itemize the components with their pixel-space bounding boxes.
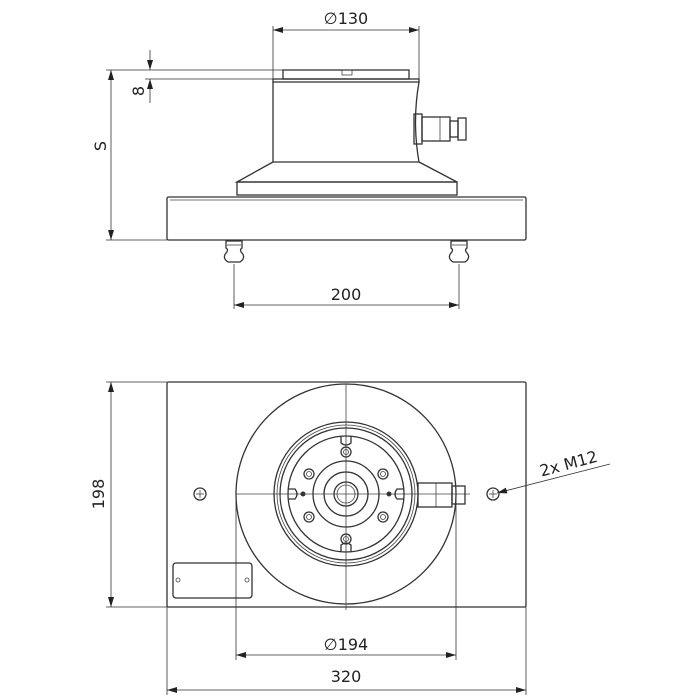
chuck [273, 421, 419, 567]
dimension-feet-200: 200 [233, 264, 460, 309]
top-notch [341, 69, 353, 76]
dimension-width-198: 198 [89, 381, 167, 608]
spline-hub [333, 481, 359, 507]
dimension-label-8: 8 [129, 86, 148, 96]
mounting-hole-right [486, 487, 500, 501]
mounting-hole-left [193, 487, 207, 501]
dimension-label-200: 200 [331, 285, 362, 304]
body [272, 81, 420, 163]
top-plate [282, 69, 410, 80]
dimension-label-198: 198 [89, 479, 108, 510]
dimension-diameter-130: ∅130 [272, 9, 420, 82]
connector [413, 113, 467, 145]
base-plate-outline [166, 381, 527, 608]
top-view: 2x M12 198 ∅194 320 [89, 381, 611, 695]
notches [288, 436, 404, 552]
dimension-length-320: 320 [166, 607, 527, 695]
callout-label-m12: 2x M12 [538, 447, 600, 481]
dimension-label-130: ∅130 [324, 9, 368, 28]
dimension-label-320: 320 [331, 667, 362, 686]
dimension-label-194: ∅194 [324, 635, 368, 654]
dimension-diameter-194: ∅194 [235, 494, 457, 660]
nameplate [172, 562, 253, 599]
flange-ring [236, 181, 458, 196]
connector-top [417, 482, 466, 508]
callout-2x-m12: 2x M12 [496, 447, 611, 494]
cone [234, 161, 458, 183]
top-ledge [272, 78, 420, 83]
side-view: ∅130 S 8 200 [91, 9, 527, 309]
dimension-top-plate-8: 8 [129, 50, 273, 103]
dimension-label-s: S [91, 141, 110, 151]
foot-right [448, 240, 470, 263]
foot-left [223, 240, 245, 263]
bolt-holes [303, 446, 389, 545]
base-plate [166, 196, 527, 241]
dimension-height-s: S [91, 69, 283, 241]
